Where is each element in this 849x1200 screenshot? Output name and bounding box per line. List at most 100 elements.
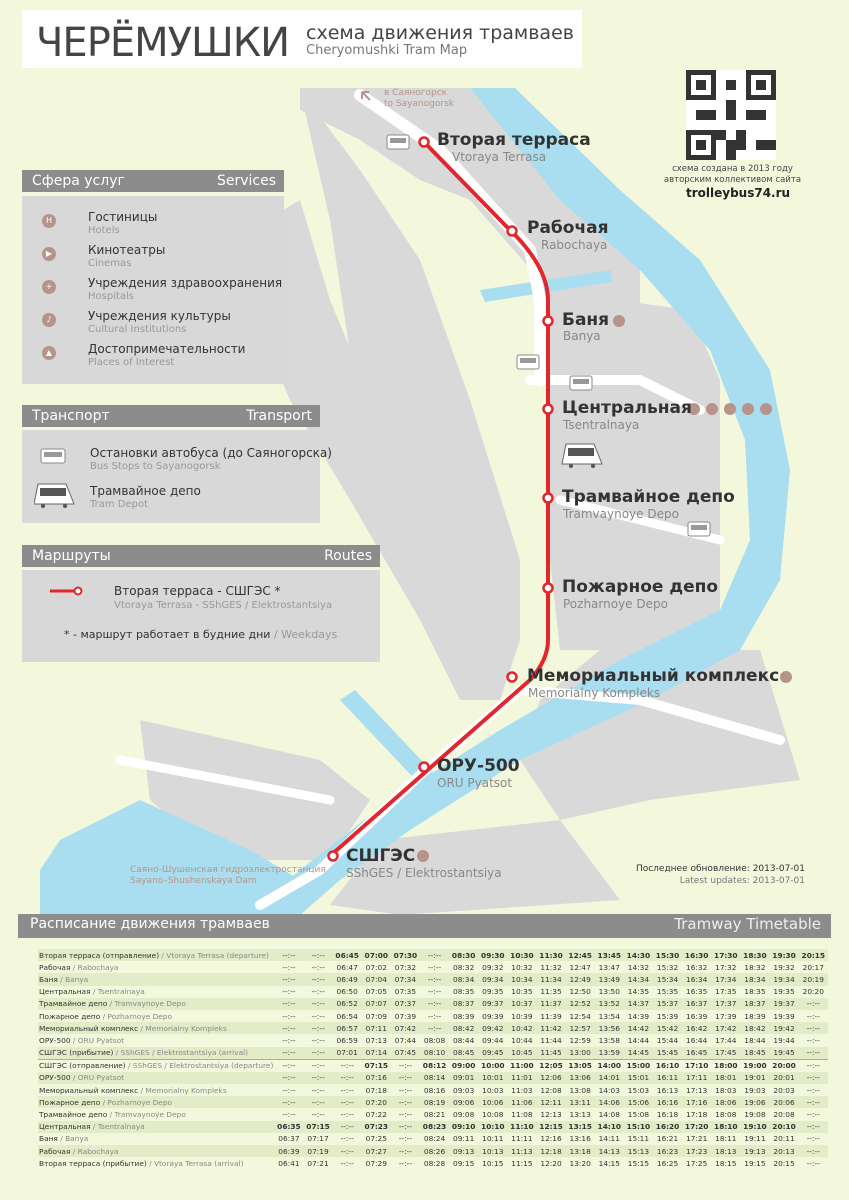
timetable-time: --:-- [798, 1120, 828, 1133]
timetable-time: 09:37 [478, 997, 508, 1010]
timetable-time: --:-- [332, 1096, 362, 1109]
timetable-time: 08:35 [453, 987, 475, 997]
timetable-time: --:-- [274, 1071, 304, 1085]
timetable-time: 17:23 [682, 1145, 712, 1158]
timetable-time: 07:25 [365, 1134, 387, 1144]
timetable-time: 07:18 [365, 1085, 387, 1095]
timetable-time: 07:35 [394, 987, 417, 997]
timetable-time: 11:13 [507, 1145, 537, 1158]
timetable-time: 07:01 [332, 1046, 362, 1060]
timetable-time: --:-- [340, 1134, 354, 1144]
timetable-time: 20:20 [802, 987, 824, 997]
timetable-time: 16:23 [653, 1145, 683, 1158]
timetable-time: 10:08 [482, 1110, 504, 1120]
timetable-time: 18:10 [711, 1120, 741, 1133]
transport-depot-ru: Трамвайное депо [90, 484, 201, 498]
timetable-title-ru: Расписание движения трамваев [30, 916, 270, 932]
timetable-time: 10:00 [478, 1058, 508, 1072]
timetable-time: 18:35 [744, 987, 766, 997]
timetable-time: 20:15 [773, 1158, 795, 1168]
timetable-time: 10:15 [482, 1158, 504, 1168]
timetable-time: 13:11 [565, 1096, 595, 1109]
timetable-time: 12:59 [569, 1035, 591, 1045]
timetable-time: 14:39 [627, 1011, 650, 1021]
timetable-time: --:-- [303, 973, 333, 986]
timetable-time: --:-- [282, 962, 296, 972]
timetable-time: 15:01 [623, 1071, 653, 1085]
timetable-time: --:-- [303, 1071, 333, 1085]
station-poi-icons [417, 315, 792, 862]
timetable-time: --:-- [390, 1058, 420, 1072]
timetable-time: 11:10 [507, 1120, 537, 1133]
timetable-time: 19:06 [740, 1096, 770, 1109]
credit-site-link[interactable]: trolleybus74.ru [686, 186, 791, 200]
timetable-time: 18:37 [740, 997, 770, 1010]
timetable-time: 08:12 [420, 1058, 450, 1072]
timetable-time: 07:45 [390, 1046, 420, 1060]
timetable-time: --:-- [398, 1110, 413, 1120]
timetable-time: 18:45 [740, 1046, 770, 1060]
timetable-time: 07:15 [303, 1120, 333, 1133]
timetable-time: 18:32 [744, 962, 766, 972]
timetable-time: 16:37 [682, 997, 712, 1010]
timetable-time: 11:39 [540, 1011, 562, 1021]
stop-marker-sshges [327, 850, 339, 862]
timetable-time: 20:11 [773, 1134, 795, 1144]
routes-legend: Вторая терраса - СШГЭС * Vtoraya Terrasa… [22, 570, 380, 662]
timetable-row: Мемориальный комплекс / Memorialny Kompl… [38, 1022, 828, 1035]
stop-marker-pozharnoye-depo [542, 582, 554, 594]
timetable-time: 07:17 [307, 1134, 329, 1144]
timetable-time: --:-- [390, 1071, 420, 1085]
timetable-time: 13:13 [569, 1110, 591, 1120]
timetable-time: 09:34 [478, 973, 508, 986]
qr-code [686, 70, 776, 160]
transport-bus-ru: Остановки автобуса (до Саяногорска) [90, 446, 332, 460]
timetable-time: 13:20 [569, 1158, 591, 1168]
direction-note: в Саяногорск to Sayanogorsk [384, 88, 454, 110]
timetable-time: 10:34 [507, 973, 537, 986]
station-label-tramvaynoye-depo: Трамвайное депо [562, 487, 735, 507]
timetable-time: 10:13 [478, 1145, 508, 1158]
culture-icon [706, 403, 718, 415]
landmark-icon [780, 671, 792, 683]
timetable-time: 15:42 [653, 1022, 683, 1035]
timetable-time: 19:03 [744, 1085, 766, 1095]
timetable-time: --:-- [332, 1145, 362, 1158]
route-line-icon [50, 586, 83, 596]
timetable-time: 08:32 [453, 962, 475, 972]
timetable-time: 10:37 [507, 997, 537, 1010]
timetable-time: 19:34 [769, 973, 799, 986]
timetable-time: 18:42 [740, 1022, 770, 1035]
timetable-time: 19:30 [769, 949, 799, 962]
route-name-en: Vtoraya Terrasa - SShGES / Elektrostants… [114, 600, 333, 611]
timetable-time: --:-- [303, 1022, 333, 1035]
timetable-time: 12:49 [565, 973, 595, 986]
timetable-time: 14:13 [594, 1145, 624, 1158]
timetable-time: 08:24 [423, 1134, 446, 1144]
timetable-time: 20:13 [769, 1145, 799, 1158]
timetable-time: --:-- [420, 973, 450, 986]
timetable-row: Пожарное депо / Pozharnoye Depo--:----:-… [38, 1010, 828, 1022]
dam-label-ru: Саяно-Шушенская гидроэлектростанция [130, 865, 326, 875]
services-item-label-en: Cinemas [88, 258, 132, 269]
route-name-ru: Вторая терраса - СШГЭС * [114, 584, 281, 598]
timetable-time: 07:22 [365, 1110, 387, 1120]
timetable-time: --:-- [303, 949, 333, 962]
timetable-time: 20:03 [773, 1085, 795, 1095]
timetable-time: 07:20 [361, 1096, 391, 1109]
timetable-time: 14:35 [627, 987, 650, 997]
timetable-time: 14:11 [598, 1134, 620, 1144]
timetable-time: 16:10 [653, 1058, 683, 1072]
timetable-time: 15:08 [627, 1110, 650, 1120]
station-label-memorialny: Мемориальный комплекс [527, 666, 780, 686]
timetable-time: 16:39 [686, 1011, 708, 1021]
timetable-time: 19:32 [773, 962, 795, 972]
bus-icon [516, 354, 540, 370]
stop-marker-banya [542, 315, 554, 327]
timetable-time: 07:11 [361, 1022, 391, 1035]
timetable-time: 15:44 [656, 1035, 679, 1045]
timetable-time: --:-- [806, 1011, 820, 1021]
timetable-time: 06:59 [336, 1035, 358, 1045]
last-updated-ru: Последнее обновление: 2013-07-01 [635, 864, 805, 874]
timetable-time: 11:30 [536, 949, 566, 962]
